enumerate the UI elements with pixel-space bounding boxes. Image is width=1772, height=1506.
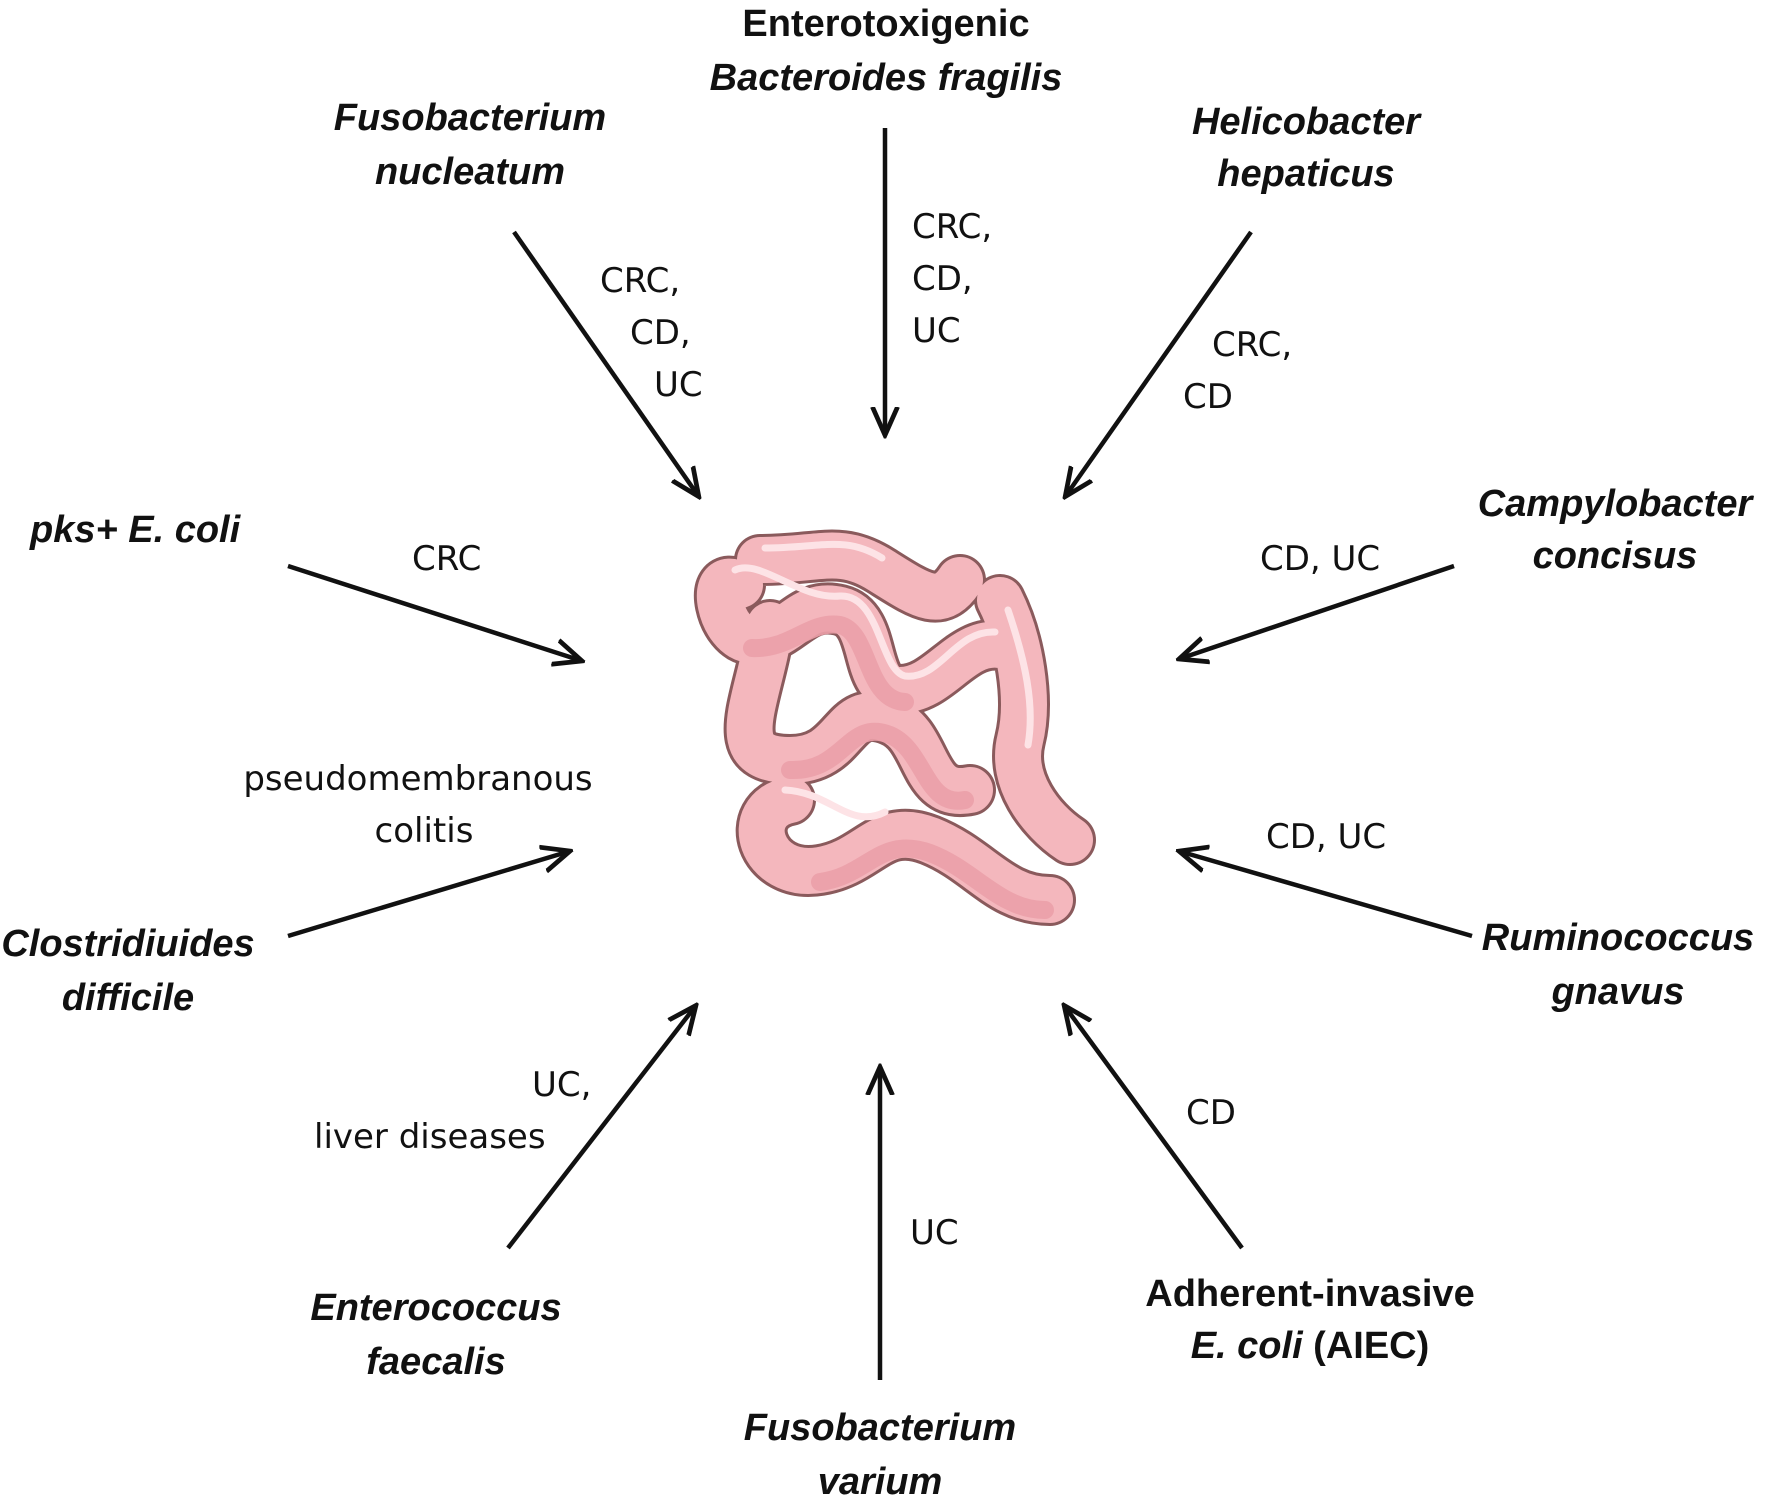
organism-campylobacter-line1: Campylobacter xyxy=(1478,483,1755,525)
disease-campylobacter: CD, UC xyxy=(1260,539,1380,579)
organism-fuso-varium-line1: Fusobacterium xyxy=(744,1407,1016,1449)
organism-pks-ecoli: pks+ E. coli xyxy=(29,509,242,551)
organism-etbf-line1: Enterotoxigenic xyxy=(742,3,1029,45)
disease-clostridiuides-line1: pseudomembranous xyxy=(243,759,592,799)
disease-helicobacter-line2: CD xyxy=(1183,377,1233,417)
organism-ruminococcus-line1: Ruminococcus xyxy=(1482,917,1754,959)
arrows xyxy=(287,128,1473,1380)
disease-pks-ecoli: CRC xyxy=(412,539,481,579)
disease-etbf-line3: UC xyxy=(912,311,961,351)
organism-clostridiuides-line2: difficile xyxy=(62,977,194,1019)
disease-fuso-nucleatum-line2: CD, xyxy=(630,313,691,353)
disease-labels: CRC, CD, UC CRC, CD, UC CRC, CD CRC xyxy=(243,207,1386,1253)
organism-fuso-nucleatum-line1: Fusobacterium xyxy=(334,97,606,139)
organism-helicobacter-line2: hepaticus xyxy=(1217,153,1394,195)
disease-clostridiuides-line2: colitis xyxy=(375,811,474,851)
organism-enterococcus-line1: Enterococcus xyxy=(310,1287,561,1329)
organism-etbf-line2: Bacteroides fragilis xyxy=(710,57,1063,99)
disease-etbf-line1: CRC, xyxy=(912,207,992,247)
organism-ruminococcus-line2: gnavus xyxy=(1550,971,1684,1013)
arrow-helicobacter xyxy=(1067,230,1253,494)
arrow-enterococcus xyxy=(506,1008,694,1250)
organism-clostridiuides-line1: Clostridiuides xyxy=(1,923,254,965)
disease-enterococcus-line1: UC, xyxy=(532,1065,591,1105)
arrow-aiec xyxy=(1066,1008,1244,1250)
disease-fuso-nucleatum-line3: UC xyxy=(654,365,703,405)
arrow-ruminococcus xyxy=(1182,852,1473,939)
arrow-fuso-nucleatum xyxy=(512,230,697,494)
organism-aiec-line1: Adherent-invasive xyxy=(1145,1273,1474,1315)
organism-helicobacter-line1: Helicobacter xyxy=(1192,101,1422,143)
disease-fuso-nucleatum-line1: CRC, xyxy=(600,261,680,301)
disease-etbf-line2: CD, xyxy=(912,259,973,299)
disease-helicobacter-line1: CRC, xyxy=(1212,325,1292,365)
intestine-illustration xyxy=(693,529,1096,926)
organism-fuso-nucleatum-line2: nucleatum xyxy=(375,151,565,193)
organism-aiec-line2: E. coli (AIEC) xyxy=(1191,1325,1430,1367)
organism-enterococcus-line2: faecalis xyxy=(366,1341,505,1383)
disease-ruminococcus: CD, UC xyxy=(1266,817,1386,857)
arrow-campylobacter xyxy=(1182,563,1455,658)
organism-fuso-varium-line2: varium xyxy=(818,1461,943,1503)
organism-labels: Enterotoxigenic Bacteroides fragilis Fus… xyxy=(1,3,1754,1503)
disease-fuso-varium: UC xyxy=(910,1213,959,1253)
arrow-pks-ecoli xyxy=(287,563,579,660)
arrow-clostridiuides xyxy=(287,852,567,939)
organism-campylobacter-line2: concisus xyxy=(1533,535,1698,577)
disease-aiec: CD xyxy=(1186,1093,1236,1133)
disease-enterococcus-line2: liver diseases xyxy=(314,1117,546,1157)
